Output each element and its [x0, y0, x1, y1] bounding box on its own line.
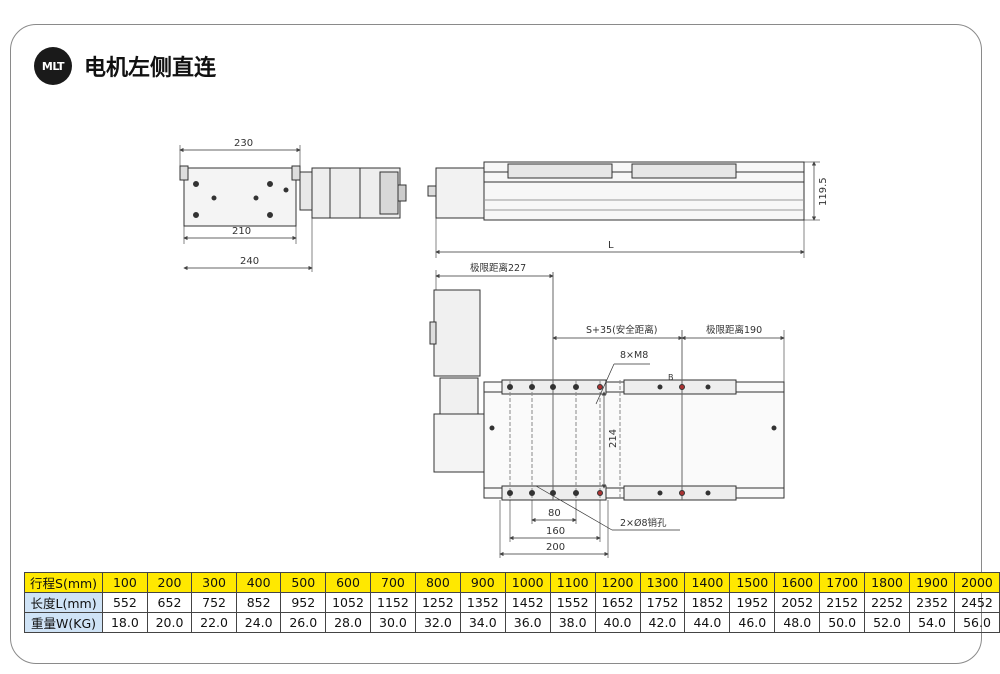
table-cell: 56.0 — [953, 612, 1000, 633]
table-cell: 28.0 — [325, 612, 371, 633]
table-cell: 1700 — [819, 572, 866, 593]
table-cell: 900 — [459, 572, 506, 593]
table-cell: 24.0 — [235, 612, 282, 633]
dim-L: L — [608, 240, 614, 251]
table-cell: 52.0 — [864, 612, 911, 633]
table-cell: 20.0 — [146, 612, 193, 633]
page-frame — [10, 24, 982, 664]
plan-view — [429, 270, 785, 558]
row-label: 重量W(KG) — [23, 612, 104, 633]
table-cell: 34.0 — [459, 612, 506, 633]
table-cell: 30.0 — [369, 612, 416, 633]
table-cell: 1800 — [864, 572, 911, 593]
table-cell: 100 — [102, 572, 148, 593]
table-cell: 1752 — [639, 592, 686, 613]
table-cell: 1600 — [774, 572, 821, 593]
table-cell: 1300 — [639, 572, 686, 593]
dim-80: 80 — [548, 508, 561, 519]
dim-200: 200 — [546, 542, 565, 553]
table-cell: 50.0 — [819, 612, 866, 633]
table-cell: 1452 — [504, 592, 551, 613]
table-cell: 40.0 — [594, 612, 641, 633]
table-cell: 46.0 — [729, 612, 776, 633]
side-view — [427, 161, 820, 258]
label-limit-190: 极限距离190 — [706, 324, 762, 336]
label-limit-227: 极限距离227 — [470, 262, 526, 274]
table-cell: 1000 — [504, 572, 551, 593]
table-cell: 38.0 — [549, 612, 596, 633]
label-screws: 8×M8 — [620, 350, 648, 361]
table-cell: 2000 — [953, 572, 1000, 593]
table-cell: 700 — [369, 572, 416, 593]
table-cell: 552 — [102, 592, 148, 613]
dim-160: 160 — [546, 526, 565, 537]
row-label: 长度L(mm) — [23, 592, 104, 613]
table-cell: 1100 — [549, 572, 596, 593]
table-cell: 652 — [146, 592, 193, 613]
table-cell: 600 — [325, 572, 371, 593]
table-cell: 44.0 — [684, 612, 731, 633]
table-cell: 1200 — [594, 572, 641, 593]
label-detail-b: B — [668, 373, 674, 382]
table-cell: 1052 — [325, 592, 371, 613]
table-cell: 752 — [191, 592, 237, 613]
table-cell: 1952 — [729, 592, 776, 613]
table-cell: 1852 — [684, 592, 731, 613]
row-label: 行程S(mm) — [23, 572, 104, 593]
table-cell: 1400 — [684, 572, 731, 593]
table-cell: 1252 — [414, 592, 461, 613]
table-cell: 2352 — [909, 592, 955, 613]
table-cell: 54.0 — [909, 612, 955, 633]
table-cell: 400 — [235, 572, 282, 593]
table-cell: 1500 — [729, 572, 776, 593]
table-cell: 22.0 — [191, 612, 237, 633]
table-cell: 1652 — [594, 592, 641, 613]
dim-119-5: 119.5 — [818, 177, 829, 206]
table-cell: 48.0 — [774, 612, 821, 633]
table-cell: 1152 — [369, 592, 416, 613]
table-cell: 26.0 — [280, 612, 327, 633]
table-cell: 42.0 — [639, 612, 686, 633]
dim-214: 214 — [608, 429, 619, 448]
table-cell: 2052 — [774, 592, 821, 613]
table-cell: 2152 — [819, 592, 866, 613]
table-cell: 36.0 — [504, 612, 551, 633]
table-cell: 1900 — [909, 572, 955, 593]
table-cell: 1352 — [459, 592, 506, 613]
table-cell: 18.0 — [102, 612, 148, 633]
label-safety: S+35(安全距离) — [586, 324, 658, 336]
table-cell: 32.0 — [414, 612, 461, 633]
table-cell: 300 — [191, 572, 237, 593]
dim-230: 230 — [234, 138, 253, 149]
table-cell: 500 — [280, 572, 327, 593]
table-cell: 952 — [280, 592, 327, 613]
label-pin-holes: 2×Ø8销孔 — [620, 517, 667, 529]
table-cell: 200 — [146, 572, 193, 593]
table-cell: 1552 — [549, 592, 596, 613]
dim-240: 240 — [240, 256, 259, 267]
dim-210: 210 — [232, 226, 251, 237]
end-view — [179, 145, 407, 272]
brand-logo: MLT — [34, 47, 72, 85]
table-cell: 800 — [414, 572, 461, 593]
table-cell: 852 — [235, 592, 282, 613]
table-cell: 2452 — [953, 592, 1000, 613]
page-title: 电机左侧直连 — [84, 56, 217, 81]
table-cell: 2252 — [864, 592, 911, 613]
